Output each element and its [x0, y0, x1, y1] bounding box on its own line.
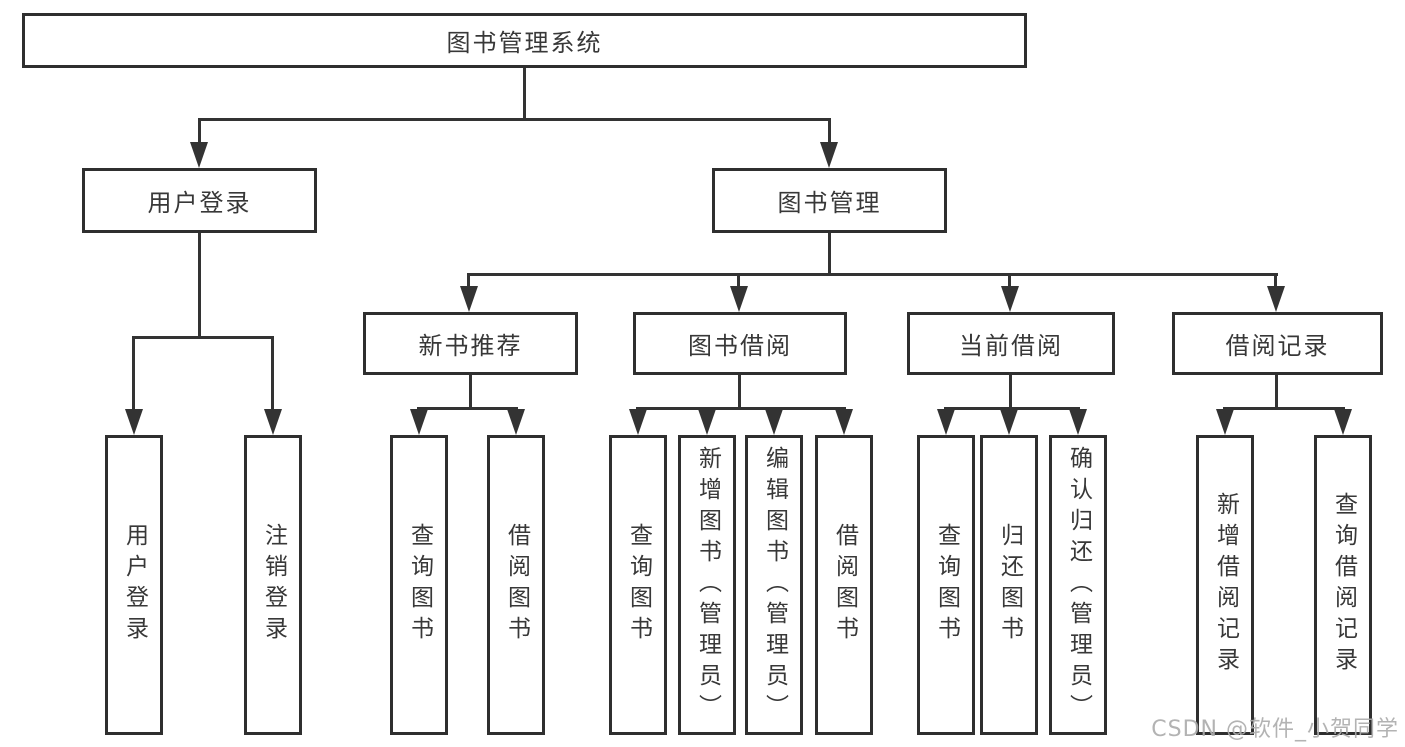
connector-vline [738, 375, 741, 407]
node-label: 图书管理系统 [446, 29, 603, 57]
arrowhead-down-icon [460, 286, 478, 312]
connector-vline [467, 273, 470, 289]
connector-vline [198, 118, 201, 144]
node-label: 查询图书 [625, 523, 652, 647]
node-label: 新增图书（管理员） [694, 445, 721, 725]
node-label: 图书管理 [777, 189, 882, 217]
node-label: 确认归还（管理员） [1065, 445, 1092, 725]
node-book-borrowing: 图书借阅 [633, 312, 847, 375]
node-edit-book-admin: 编辑图书（管理员） [745, 435, 803, 735]
node-user-login: 用户登录 [105, 435, 163, 735]
node-return-books: 归还图书 [980, 435, 1038, 735]
arrowhead-down-icon [835, 409, 853, 435]
connector-hline [467, 273, 1278, 276]
node-label: 查询图书 [406, 523, 433, 647]
arrowhead-down-icon [264, 409, 282, 435]
node-current-borrowing: 当前借阅 [907, 312, 1115, 375]
arrowhead-down-icon [698, 409, 716, 435]
node-query-books-3: 查询图书 [917, 435, 975, 735]
arrowhead-down-icon [1001, 286, 1019, 312]
connector-hline [944, 407, 1080, 410]
node-add-book-admin: 新增图书（管理员） [678, 435, 736, 735]
connector-vline [198, 233, 201, 336]
node-label: 新书推荐 [418, 332, 523, 360]
node-label: 图书借阅 [688, 332, 792, 360]
node-user-login-group: 用户登录 [82, 168, 317, 233]
node-label: 借阅图书 [503, 523, 530, 647]
node-label: 查询图书 [933, 523, 960, 647]
connector-vline [1008, 273, 1011, 289]
watermark: CSDN @软件_小贺同学 [1151, 717, 1399, 742]
arrowhead-down-icon [507, 409, 525, 435]
node-label: 当前借阅 [959, 332, 1063, 360]
node-confirm-return-admin: 确认归还（管理员） [1049, 435, 1107, 735]
connector-vline [1275, 375, 1278, 407]
arrowhead-down-icon [1216, 409, 1234, 435]
arrowhead-down-icon [937, 409, 955, 435]
arrowhead-down-icon [730, 286, 748, 312]
arrowhead-down-icon [629, 409, 647, 435]
arrowhead-down-icon [765, 409, 783, 435]
connector-vline [271, 336, 274, 411]
node-query-borrow-record: 查询借阅记录 [1314, 435, 1372, 735]
node-label: 借阅记录 [1225, 332, 1330, 360]
connector-hline [417, 407, 518, 410]
arrowhead-down-icon [1000, 409, 1018, 435]
node-borrowing-records: 借阅记录 [1172, 312, 1383, 375]
node-new-book-recommend: 新书推荐 [363, 312, 578, 375]
connector-vline [132, 336, 135, 411]
node-label: 查询借阅记录 [1330, 492, 1357, 678]
node-borrow-books-2: 借阅图书 [815, 435, 873, 735]
connector-hline [1223, 407, 1345, 410]
node-query-books-1: 查询图书 [390, 435, 448, 735]
node-book-management: 图书管理 [712, 168, 947, 233]
arrowhead-down-icon [125, 409, 143, 435]
connector-vline [828, 233, 831, 273]
connector-hline [636, 407, 846, 410]
node-label: 用户登录 [121, 523, 148, 647]
node-label: 借阅图书 [831, 523, 858, 647]
connector-vline [469, 375, 472, 407]
node-borrow-books-1: 借阅图书 [487, 435, 545, 735]
connector-hline [198, 118, 831, 121]
arrowhead-down-icon [820, 142, 838, 168]
connector-vline [1009, 375, 1012, 407]
connector-hline [132, 336, 274, 339]
node-label: 编辑图书（管理员） [761, 445, 788, 725]
node-add-borrow-record: 新增借阅记录 [1196, 435, 1254, 735]
arrowhead-down-icon [190, 142, 208, 168]
node-label: 归还图书 [996, 523, 1023, 647]
arrowhead-down-icon [1069, 409, 1087, 435]
node-label: 用户登录 [147, 189, 252, 217]
node-query-books-2: 查询图书 [609, 435, 667, 735]
arrowhead-down-icon [1334, 409, 1352, 435]
connector-vline [1274, 273, 1277, 289]
node-library-system: 图书管理系统 [22, 13, 1027, 68]
node-label: 注销登录 [260, 523, 287, 647]
connector-vline [737, 273, 740, 289]
arrowhead-down-icon [1267, 286, 1285, 312]
node-logout: 注销登录 [244, 435, 302, 735]
connector-vline [523, 68, 526, 118]
arrowhead-down-icon [410, 409, 428, 435]
connector-vline [828, 118, 831, 144]
node-label: 新增借阅记录 [1212, 492, 1239, 678]
